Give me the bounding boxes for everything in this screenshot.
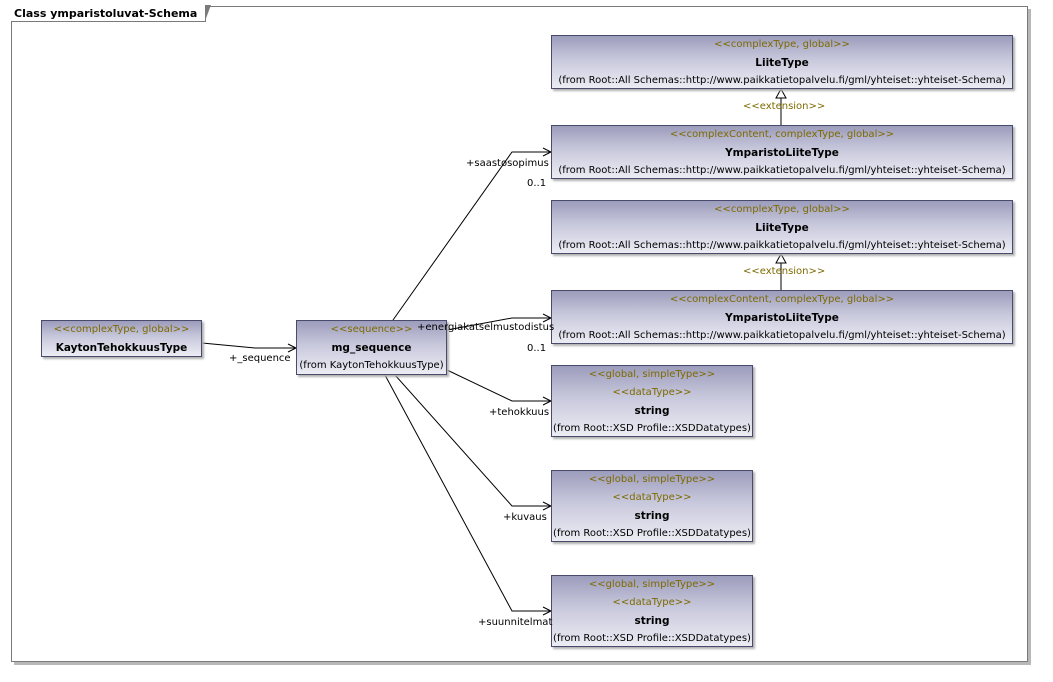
class-origin: (from Root::All Schemas::http://www.paik… (558, 240, 1006, 251)
class-ymparisto-liite-type-2[interactable]: <<complexContent, complexType, global>> … (551, 290, 1013, 344)
role-label-sequence: +_sequence (229, 353, 291, 364)
stereotype: <<complexType, global>> (714, 39, 850, 50)
extension-label-2: <<extension>> (743, 266, 826, 277)
sequence-connector (201, 342, 296, 349)
multiplicity-saastosopimus: 0..1 (527, 178, 547, 189)
stereotype: <<complexContent, complexType, global>> (669, 129, 895, 140)
class-string-3[interactable]: <<global, simpleType>> <<dataType>> stri… (551, 575, 753, 647)
kuvaus-connector (394, 374, 551, 507)
class-origin: (from KaytonTehokkuusType) (299, 360, 444, 371)
class-name: KaytonTehokkuusType (55, 342, 188, 354)
class-kayton-tehokkuus-type[interactable]: <<complexType, global>> KaytonTehokkuusT… (41, 320, 202, 357)
class-origin: (from Root::All Schemas::http://www.paik… (558, 165, 1006, 176)
stereotype: <<global, simpleType>> (588, 474, 716, 485)
stereotype: <<global, simpleType>> (588, 579, 716, 590)
role-label-kuvaus: +kuvaus (503, 512, 547, 523)
tehokkuus-connector (446, 369, 551, 402)
stereotype-datatype: <<dataType>> (612, 492, 692, 503)
class-name: string (634, 405, 670, 417)
suunnitelmat-connector (384, 374, 551, 612)
stereotype: <<sequence>> (330, 324, 413, 335)
diagram-title: Class ymparistoluvat-Schema (11, 5, 212, 22)
role-label-suunnitelmat: +suunnitelmat (478, 617, 553, 628)
class-name: string (634, 510, 670, 522)
extension-2-arrowhead (775, 252, 787, 264)
extension-1-arrowhead (775, 87, 787, 99)
class-mg-sequence[interactable]: <<sequence>> mg_sequence (from KaytonTeh… (296, 320, 447, 375)
class-name: LiiteType (755, 222, 809, 234)
class-ymparisto-liite-type-1[interactable]: <<complexContent, complexType, global>> … (551, 125, 1013, 179)
class-origin: (from Root::XSD Profile::XSDDatatypes) (553, 633, 751, 644)
class-origin: (from Root::XSD Profile::XSDDatatypes) (553, 423, 751, 434)
stereotype: <<complexContent, complexType, global>> (669, 294, 895, 305)
class-name: string (634, 615, 670, 627)
saastosopimus-connector (392, 151, 551, 321)
class-string-2[interactable]: <<global, simpleType>> <<dataType>> stri… (551, 470, 753, 542)
class-name: YmparistoLiiteType (725, 147, 839, 159)
role-label-tehokkuus: +tehokkuus (489, 407, 550, 418)
class-name: mg_sequence (331, 342, 412, 354)
class-liite-type-1[interactable]: <<complexType, global>> LiiteType (from … (551, 35, 1013, 89)
class-name: LiiteType (755, 57, 809, 69)
stereotype: <<complexType, global>> (53, 324, 190, 335)
role-label-energia: +energiakatselmustodistus (417, 322, 555, 333)
energia-connector (446, 317, 551, 331)
stereotype-datatype: <<dataType>> (612, 387, 692, 398)
role-label-saastosopimus: +saastosopimus (466, 158, 549, 169)
class-origin: (from Root::All Schemas::http://www.paik… (558, 75, 1006, 86)
multiplicity-energia: 0..1 (527, 343, 547, 354)
stereotype: <<global, simpleType>> (588, 369, 716, 380)
stereotype: <<complexType, global>> (714, 204, 850, 215)
class-liite-type-2[interactable]: <<complexType, global>> LiiteType (from … (551, 200, 1013, 254)
class-origin: (from Root::All Schemas::http://www.paik… (558, 330, 1006, 341)
class-string-1[interactable]: <<global, simpleType>> <<dataType>> stri… (551, 365, 753, 437)
extension-label-1: <<extension>> (743, 101, 826, 112)
class-name: YmparistoLiiteType (725, 312, 839, 324)
stereotype-datatype: <<dataType>> (612, 597, 692, 608)
class-origin: (from Root::XSD Profile::XSDDatatypes) (553, 528, 751, 539)
